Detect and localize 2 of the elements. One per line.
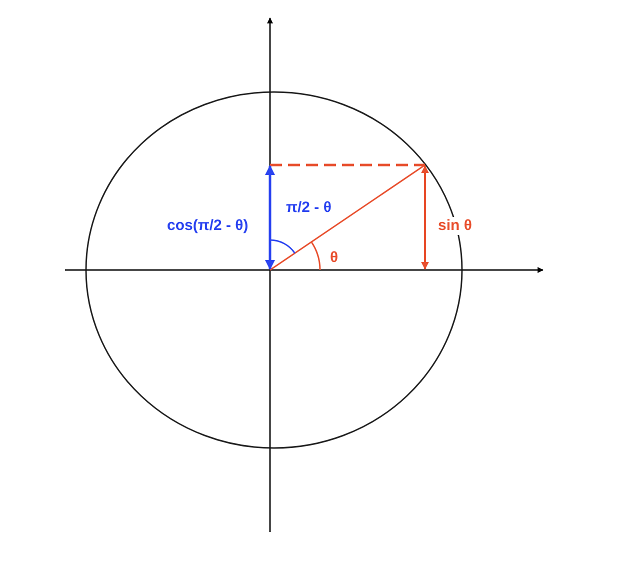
sine-label: sin θ <box>437 217 473 235</box>
complement-cosine-label: cos(π/2 - θ) <box>166 217 250 235</box>
